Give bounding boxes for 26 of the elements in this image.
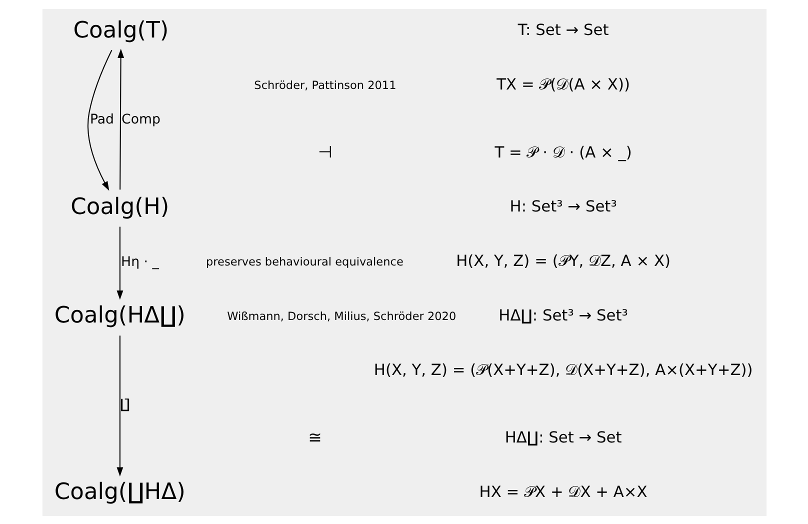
label: Schröder, Pattinson 2011 [254,78,396,92]
edge-label: ∐̄ [120,397,130,412]
node-text: Coalg(HΔ∐) [54,302,185,328]
node-text: Coalg(T) [72,16,168,43]
edge-label: Hη · _ [120,254,158,270]
label: HX = 𝒫X + 𝒟X + A×X [478,482,647,501]
arrow [116,226,123,300]
label: ≅ [308,427,322,446]
label: HΔ∐: Set³ → Set³ [498,306,628,324]
label: Wißmann, Dorsch, Milius, Schröder 2020 [226,309,456,322]
label: ⊣ [318,142,332,162]
arrow [87,49,112,190]
node-text: Coalg(H) [70,193,169,220]
label: H(X, Y, Z) = (𝒫(X+Y+Z), 𝒟(X+Y+Z), A×(X+Y+Z)) [373,360,752,378]
edge-label: Comp [121,112,160,127]
label: T = 𝒫 · 𝒟 · (A × _) [494,142,632,161]
label: HΔ∐: Set → Set [504,428,622,446]
arrow [116,335,123,476]
label: H(X, Y, Z) = (𝒫Y, 𝒟Z, A × X) [456,252,670,270]
label: H: Set³ → Set³ [509,197,616,216]
node-text: Coalg(∐HΔ) [54,478,185,505]
label: preserves behavioural equivalence [205,254,403,268]
label: TX = 𝒫(𝒟(A × X)) [496,75,630,94]
label: T: Set → Set [517,20,608,39]
arrow [117,48,124,190]
edge-label: Pad [89,112,114,127]
